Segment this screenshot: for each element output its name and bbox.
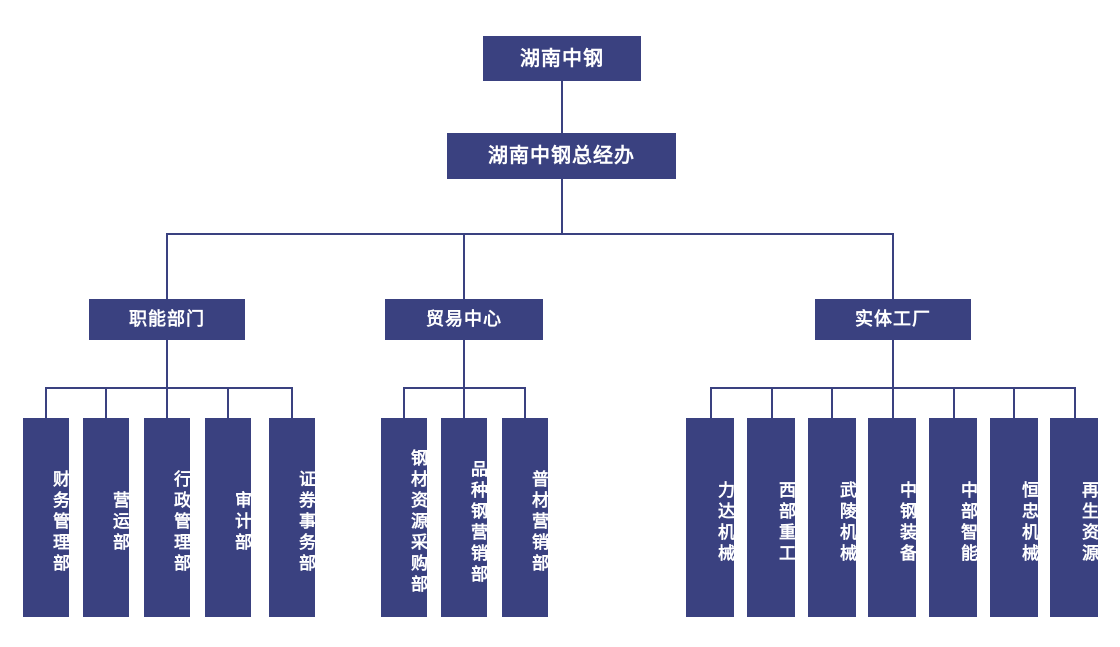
connector-division-2-drop — [463, 340, 465, 388]
org-leaf-label: 钢材资源采购部 — [407, 449, 427, 596]
connector-main-bus — [166, 233, 894, 235]
org-leaf-label: 力达机械 — [714, 480, 734, 565]
org-node-root[interactable]: 湖南中钢 — [483, 36, 641, 81]
connector-root-to-general-office — [561, 81, 563, 133]
org-leaf-general-steel-marketing-department[interactable]: 普材营销部 — [502, 418, 548, 617]
connector-d3-leaf-2 — [771, 387, 773, 418]
org-leaf-label: 中部智能 — [957, 480, 977, 565]
connector-d2-leaf-1 — [403, 387, 405, 418]
connector-d2-leaf-3 — [524, 387, 526, 418]
connector-d3-leaf-1 — [710, 387, 712, 418]
connector-division-1-drop — [166, 340, 168, 388]
connector-division-1-bus — [45, 387, 292, 389]
connector-division-3-drop — [892, 340, 894, 388]
connector-d3-leaf-5 — [953, 387, 955, 418]
org-node-division-3[interactable]: 实体工厂 — [815, 299, 971, 340]
connector-general-office-drop — [561, 179, 563, 234]
connector-d3-leaf-4 — [892, 387, 894, 418]
org-leaf-label: 行政管理部 — [170, 470, 190, 575]
org-leaf-label: 营运部 — [109, 491, 129, 554]
org-leaf-label: 武陵机械 — [836, 480, 856, 565]
org-leaf-operations-department[interactable]: 营运部 — [83, 418, 129, 617]
org-leaf-label: 恒忠机械 — [1018, 480, 1038, 565]
connector-bus-to-division-2 — [463, 233, 465, 299]
org-leaf-steel-resource-procurement-department[interactable]: 钢材资源采购部 — [381, 418, 427, 617]
org-node-general-office-label: 湖南中钢总经办 — [488, 143, 635, 168]
connector-d3-leaf-3 — [831, 387, 833, 418]
org-leaf-label: 中钢装备 — [896, 480, 916, 565]
connector-d3-leaf-6 — [1013, 387, 1015, 418]
org-node-division-1[interactable]: 职能部门 — [89, 299, 245, 340]
org-leaf-hengzhong-machinery[interactable]: 恒忠机械 — [990, 418, 1038, 617]
org-leaf-zhonggang-equipment[interactable]: 中钢装备 — [868, 418, 916, 617]
org-leaf-audit-department[interactable]: 审计部 — [205, 418, 251, 617]
org-leaf-renewable-resources[interactable]: 再生资源 — [1050, 418, 1098, 617]
org-node-division-1-label: 职能部门 — [129, 308, 205, 330]
connector-bus-to-division-3 — [892, 233, 894, 299]
connector-d1-leaf-5 — [291, 387, 293, 418]
org-node-division-2-label: 贸易中心 — [426, 308, 502, 330]
org-leaf-administration-department[interactable]: 行政管理部 — [144, 418, 190, 617]
org-leaf-label: 财务管理部 — [49, 470, 69, 575]
org-leaf-label: 西部重工 — [775, 480, 795, 565]
org-leaf-label: 品种钢营销部 — [467, 459, 487, 586]
org-leaf-label: 普材营销部 — [528, 470, 548, 575]
connector-bus-to-division-1 — [166, 233, 168, 299]
org-node-division-3-label: 实体工厂 — [855, 308, 931, 330]
org-leaf-securities-affairs-department[interactable]: 证券事务部 — [269, 418, 315, 617]
org-leaf-western-heavy-industry[interactable]: 西部重工 — [747, 418, 795, 617]
connector-d1-leaf-2 — [105, 387, 107, 418]
org-leaf-finance-department[interactable]: 财务管理部 — [23, 418, 69, 617]
org-leaf-label: 审计部 — [231, 491, 251, 554]
connector-d1-leaf-4 — [227, 387, 229, 418]
org-leaf-wuling-machinery[interactable]: 武陵机械 — [808, 418, 856, 617]
connector-d1-leaf-3 — [166, 387, 168, 418]
connector-d2-leaf-2 — [463, 387, 465, 418]
org-leaf-label: 再生资源 — [1078, 480, 1098, 565]
connector-d1-leaf-1 — [45, 387, 47, 418]
org-leaf-specialty-steel-marketing-department[interactable]: 品种钢营销部 — [441, 418, 487, 617]
org-node-general-office[interactable]: 湖南中钢总经办 — [447, 133, 676, 179]
connector-d3-leaf-7 — [1074, 387, 1076, 418]
org-node-division-2[interactable]: 贸易中心 — [385, 299, 543, 340]
org-leaf-label: 证券事务部 — [295, 470, 315, 575]
org-leaf-lida-machinery[interactable]: 力达机械 — [686, 418, 734, 617]
org-node-root-label: 湖南中钢 — [520, 45, 604, 70]
org-leaf-central-intelligence[interactable]: 中部智能 — [929, 418, 977, 617]
